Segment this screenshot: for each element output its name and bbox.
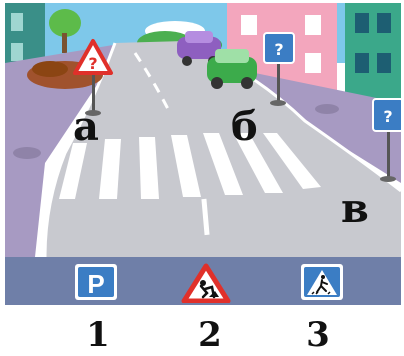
question-mark: ? (88, 54, 97, 73)
unknown-sign-b: ? (263, 32, 295, 106)
svg-text:P: P (87, 269, 104, 299)
purple-car (177, 31, 221, 66)
unknown-sign-a: ? (73, 39, 113, 116)
question-mark: ? (274, 40, 283, 59)
tree (49, 9, 81, 37)
green-car (207, 49, 257, 89)
sign-options-bar: P (5, 257, 401, 305)
lane-marking (201, 198, 210, 236)
left-sidewalk (5, 43, 125, 257)
zebra-crossing (59, 133, 321, 199)
option-3-number: 3 (306, 315, 330, 355)
pedestrian-crossing-sign-icon (301, 264, 343, 300)
unknown-sign-v: ? (372, 98, 401, 182)
street-illustration: ? ? ? (5, 3, 401, 257)
parking-sign-icon: P (75, 264, 117, 300)
manhole (13, 147, 41, 159)
lane-marking (133, 52, 172, 114)
option-1-number: 1 (86, 315, 110, 355)
street-scene: ? ? ? а б в (5, 3, 401, 257)
label-b: б (231, 103, 258, 150)
label-v: в (341, 185, 369, 232)
option-2-road-works-sign[interactable] (181, 263, 231, 304)
road-works-sign-icon (181, 263, 231, 304)
question-mark: ? (383, 107, 392, 126)
label-a: а (73, 103, 99, 150)
manhole (315, 104, 339, 114)
option-3-pedestrian-crossing-sign[interactable] (300, 263, 344, 301)
option-2-number: 2 (198, 315, 222, 355)
option-1-parking-sign[interactable]: P (74, 263, 118, 301)
